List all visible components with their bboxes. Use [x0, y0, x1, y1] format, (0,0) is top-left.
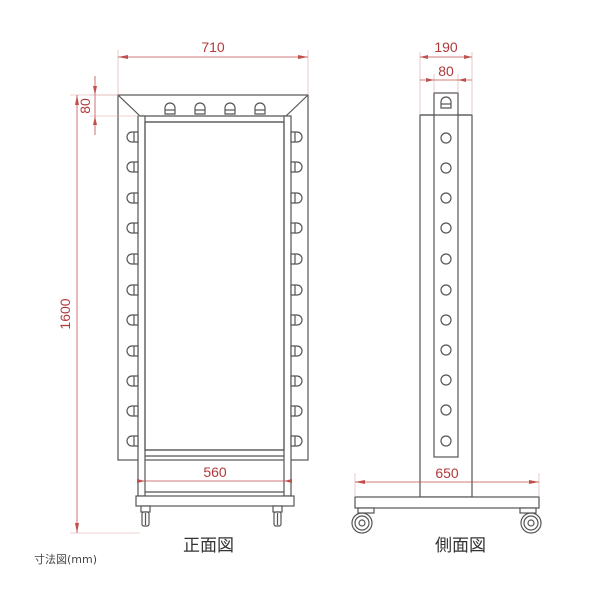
- side-caster-left: [351, 507, 375, 534]
- front-caster-left: [140, 505, 151, 527]
- dim-overall-width: 710: [117, 39, 309, 95]
- side-bulbs: [440, 132, 452, 447]
- side-base: [354, 496, 540, 509]
- dim-label-1600: 1600: [57, 298, 73, 329]
- front-view-title: 正面図: [183, 536, 234, 556]
- dim-top-height: 80: [77, 76, 140, 135]
- left-bulbs: [126, 131, 139, 447]
- side-top-bulb: [440, 96, 452, 109]
- front-caster-right: [272, 505, 283, 527]
- caption: 寸法図(mm): [34, 553, 98, 566]
- mirror-area: [144, 121, 285, 451]
- top-bulbs: [164, 102, 266, 115]
- right-bulbs: [290, 131, 303, 447]
- side-view-title: 側面図: [435, 536, 486, 556]
- dim-overall-height: 1600: [57, 94, 140, 534]
- dim-base-depth: 650: [354, 465, 540, 497]
- dim-inner-width: 560: [137, 464, 292, 483]
- front-view: 710 80 1600 560: [57, 39, 309, 534]
- dim-label-190: 190: [434, 39, 458, 55]
- front-outer-panel: [117, 94, 309, 461]
- right-upright: [283, 115, 292, 497]
- dim-column-width: 190: [419, 39, 473, 115]
- dim-label-650: 650: [435, 465, 459, 481]
- side-bulb-strip: [433, 92, 459, 458]
- front-base: [135, 495, 295, 507]
- dim-strip-width: 80: [420, 63, 472, 93]
- dim-label-560: 560: [203, 464, 227, 480]
- side-caster-right: [519, 507, 542, 534]
- side-view: 190 80 650: [351, 39, 542, 534]
- left-upright: [137, 115, 146, 497]
- dim-label-80-front: 80: [77, 98, 93, 114]
- dim-label-80-side: 80: [438, 63, 454, 79]
- dim-label-710: 710: [201, 39, 225, 55]
